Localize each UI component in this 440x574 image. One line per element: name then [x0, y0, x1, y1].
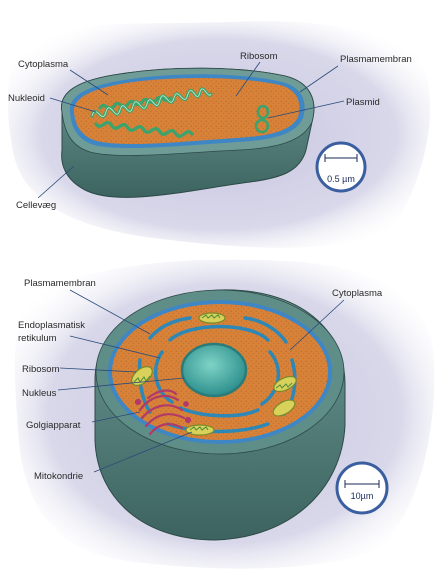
- label-golgi: Golgiapparat: [26, 420, 81, 431]
- prokaryote-panel: Cytoplasma Ribosom Plasmamembran Nukleoi…: [7, 21, 431, 248]
- eukaryote-scale-bar: 10µm: [335, 461, 389, 515]
- label-cytoplasm: Cytoplasma: [18, 59, 69, 70]
- label-nucleus: Nukleus: [22, 388, 57, 399]
- label-ribosome: Ribosom: [240, 51, 278, 62]
- label-plasmid: Plasmid: [346, 97, 380, 108]
- label-er-line2: retikulum: [18, 333, 57, 344]
- prokaryote-scale-bar: 0.5 µm: [315, 141, 367, 193]
- eukaryote-panel: Plasmamembran Cytoplasma Endoplasmatisk …: [14, 259, 435, 569]
- label-cell-wall: Cellevæg: [16, 200, 56, 211]
- label-nucleoid: Nukleoid: [8, 93, 45, 104]
- golgi-apparatus: [134, 389, 192, 436]
- label-mitochondrion: Mitokondrie: [34, 471, 83, 482]
- prokaryote-cell: [61, 67, 315, 198]
- label-cytoplasm-euk: Cytoplasma: [332, 288, 383, 299]
- label-plasma-membrane-euk: Plasmamembran: [24, 278, 96, 289]
- mitochondria: [131, 312, 297, 436]
- eukaryote-cell: [94, 289, 346, 541]
- prokaryote-scale-text: 0.5 µm: [327, 174, 355, 184]
- prokaryote-plasmid: [254, 104, 270, 134]
- label-er-line1: Endoplasmatisk: [18, 320, 85, 331]
- nucleus: [180, 342, 248, 398]
- label-ribosome-euk: Ribosom: [22, 364, 60, 375]
- label-plasma-membrane: Plasmamembran: [340, 54, 412, 65]
- eukaryote-scale-text: 10µm: [351, 491, 374, 501]
